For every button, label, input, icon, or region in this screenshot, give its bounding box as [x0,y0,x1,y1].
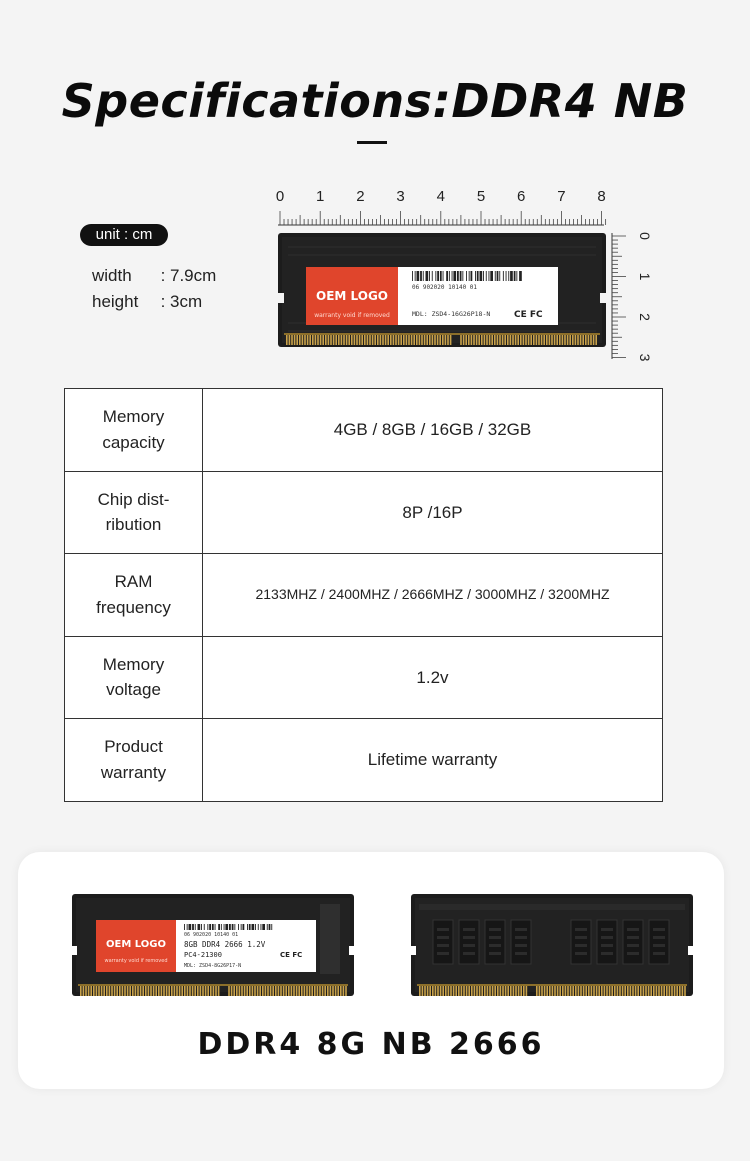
spec-key-line2: ribution [105,515,162,535]
height-value: 3cm [170,292,203,311]
back-gold-contacts [417,984,687,996]
spec-key: Memory capacity [64,388,203,472]
memory-chip [510,919,532,965]
label-marks: CE FC [514,310,543,320]
ruler-number: 7 [557,188,565,205]
ram-back-image [411,894,693,996]
vertical-ruler: 0 1 2 3 [611,232,653,362]
ruler-number: 3 [396,188,404,205]
spec-row: Memory capacity 4GB / 8GB / 16GB / 32GB [64,388,663,472]
ruler-number: 2 [637,313,653,321]
front-label-mdl: MDL: ZSD4-8G26P17-N [184,963,241,969]
height-separator: : [160,292,166,311]
unit-badge: unit : cm [80,224,168,246]
spec-key-line2: frequency [96,597,171,617]
width-separator: : [160,266,166,285]
front-label-logo: OEM LOGO [106,939,166,950]
spec-row: RAM frequency 2133MHZ / 2400MHZ / 2666MHZ … [64,553,663,637]
label-barcode-number: 06 902020 10140 01 [412,284,477,291]
spec-key-line2: voltage [106,680,161,700]
memory-chip [484,919,506,965]
memory-chip [458,919,480,965]
label-warranty: warranty void if removed [314,312,390,319]
memory-chip [596,919,618,965]
horizontal-ruler: 0 1 2 3 4 5 6 7 8 [276,188,607,226]
ruler-number: 0 [276,188,284,205]
spec-value: 1.2v [202,635,663,719]
front-gold-contacts [78,984,348,996]
width-spec: width:7.9cm [92,266,216,286]
barcode [412,271,522,281]
spec-key-line2: capacity [102,432,165,452]
front-label-line2: PC4-21300 [184,951,222,959]
spec-row: Product warranty Lifetime warranty [64,718,663,802]
spec-key-line1: Product [104,737,163,757]
label-logo: OEM LOGO [316,289,388,303]
height-label: height [92,292,139,311]
front-label-line1: 8GB DDR4 2666 1.2V [184,940,266,949]
label-mdl: MDL: ZSD4-16G26P18-N [412,310,490,318]
page-title: Specifications:DDR4 NB [61,74,689,128]
spec-key: Product warranty [64,718,203,802]
spec-value: Lifetime warranty [202,718,663,802]
gold-contacts [284,333,600,345]
front-barcode [184,924,273,930]
memory-chip [648,919,670,965]
height-spec: height:3cm [92,292,202,312]
front-label-marks: CE FC [280,951,302,959]
title-underline [357,141,387,144]
spec-key-line1: RAM [114,572,153,592]
ruler-number: 3 [637,354,653,362]
ruler-number: 8 [597,188,605,205]
memory-chip [570,919,592,965]
model-title: DDR4 8G NB 2666 [197,1027,545,1062]
ruler-number: 1 [637,273,653,281]
spec-row: Memory voltage 1.2v [64,635,663,719]
spec-value: 8P /16P [202,470,663,554]
spec-key: RAM frequency [64,553,203,637]
spec-key: Memory voltage [64,635,203,719]
spec-key-line1: Chip dist- [97,489,170,509]
ruler-number: 4 [437,188,445,205]
spec-key: Chip dist-ribution [64,470,203,554]
memory-chip [622,919,644,965]
spec-value: 4GB / 8GB / 16GB / 32GB [202,388,663,472]
width-value: 7.9cm [170,266,217,285]
memory-chip [432,919,454,965]
ruler-number: 6 [517,188,525,205]
front-barcode-number: 06 902020 10140 01 [184,932,238,938]
front-label-warranty: warranty void if removed [105,958,168,964]
ram-module-image: OEM LOGO warranty void if removed 06 902… [278,233,606,347]
ruler-number: 5 [477,188,485,205]
ruler-number: 2 [356,188,364,205]
spec-key-line2: warranty [100,762,167,782]
width-label: width [92,266,132,285]
ruler-number: 1 [316,188,324,205]
spec-key-line1: Memory [102,654,165,674]
spec-key-line1: Memory [102,407,165,427]
memory-chips [419,904,685,965]
ruler-number: 0 [637,232,653,240]
ram-front-image: OEM LOGO warranty void if removed 06 902… [72,894,354,996]
spec-value: 2133MHZ / 2400MHZ / 2666MHZ / 3000MHZ / … [202,553,663,637]
product-card: OEM LOGO warranty void if removed 06 902… [18,852,724,1089]
